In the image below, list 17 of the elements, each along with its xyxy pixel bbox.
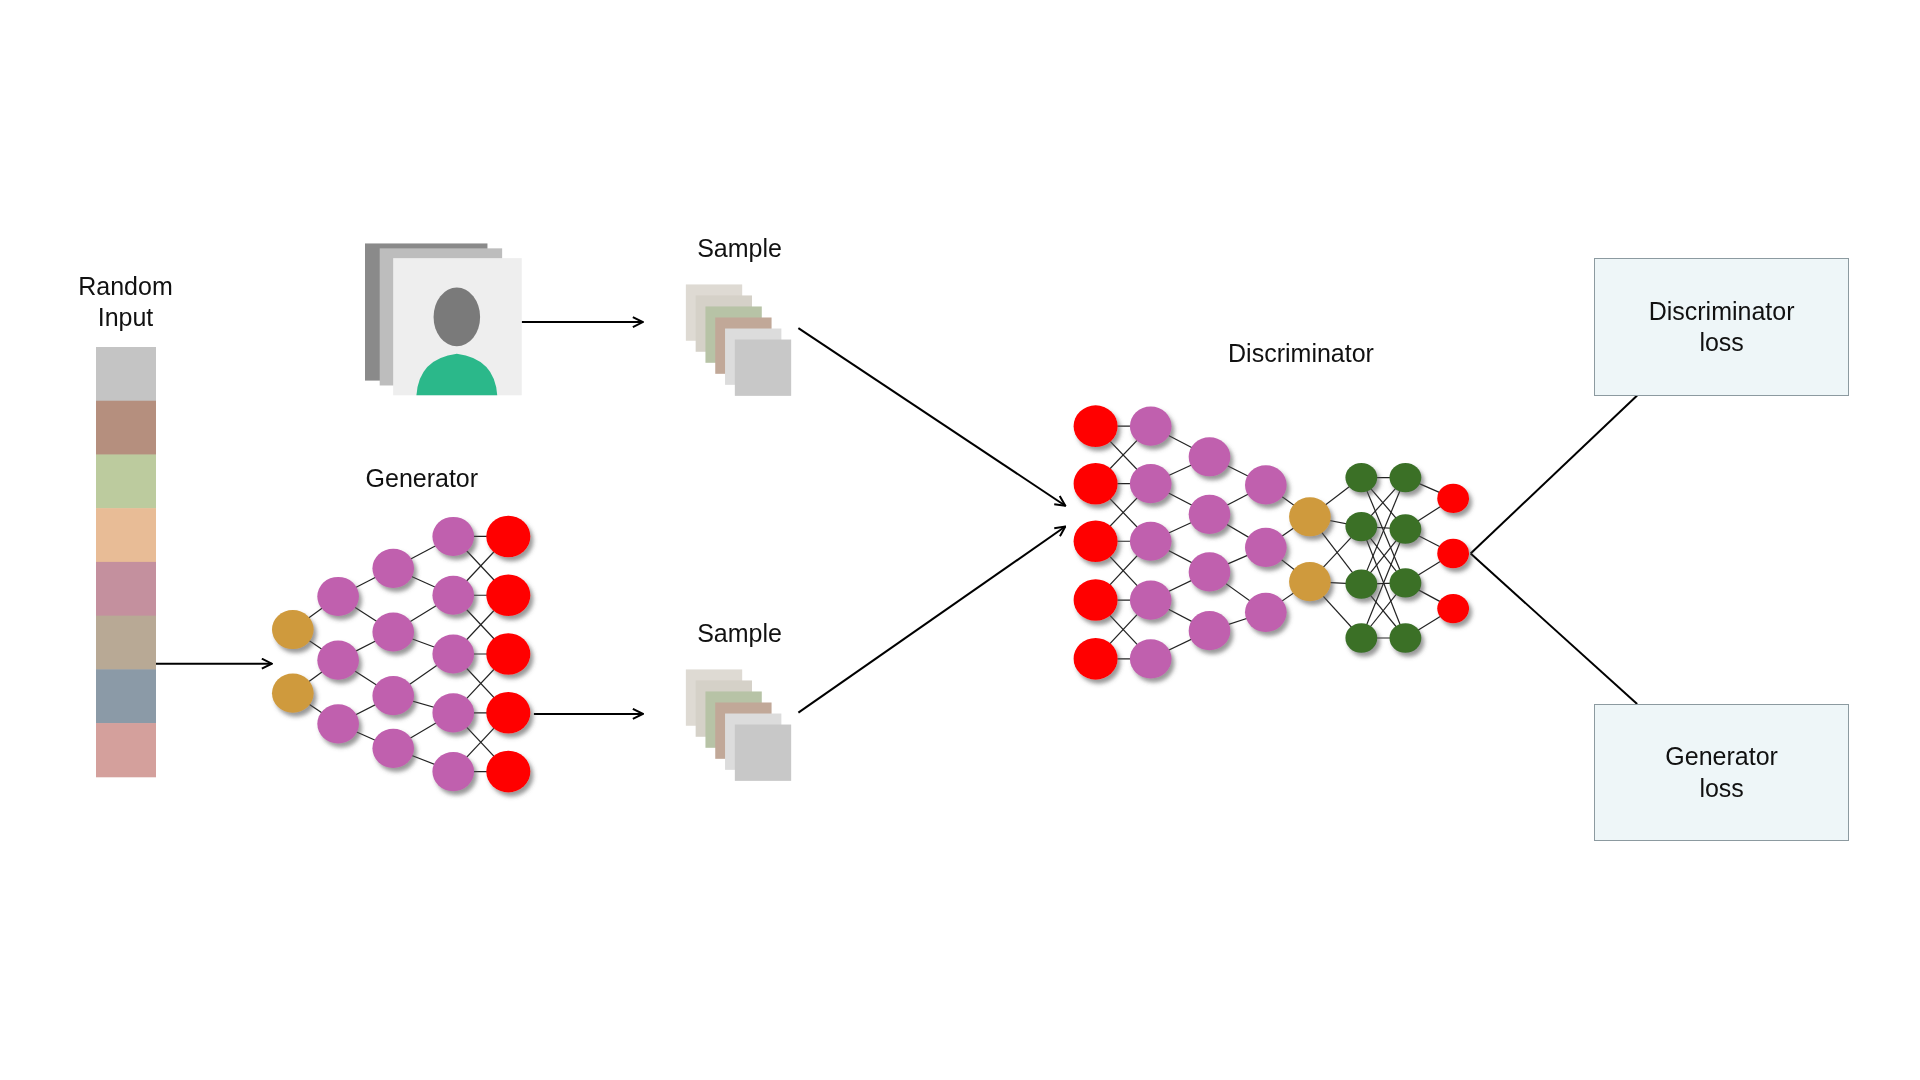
box-label: Discriminator loss <box>1648 295 1795 358</box>
loss-box <box>1594 704 1849 842</box>
connector-line <box>1469 394 1639 555</box>
arrow <box>797 525 1067 714</box>
photo-placeholder <box>364 241 522 396</box>
arrow <box>154 657 273 670</box>
node-label: Random Input <box>77 270 174 333</box>
connector-line <box>1469 552 1639 706</box>
node-label: Generator <box>364 462 480 494</box>
node-label: Sample <box>696 618 783 650</box>
arrow <box>520 316 644 329</box>
arrow <box>797 327 1067 507</box>
loss-box <box>1594 258 1849 396</box>
arrow <box>532 707 644 720</box>
box-label: Generator loss <box>1665 741 1778 804</box>
node-label: Discriminator <box>1227 337 1375 369</box>
node-label: Sample <box>696 232 783 264</box>
